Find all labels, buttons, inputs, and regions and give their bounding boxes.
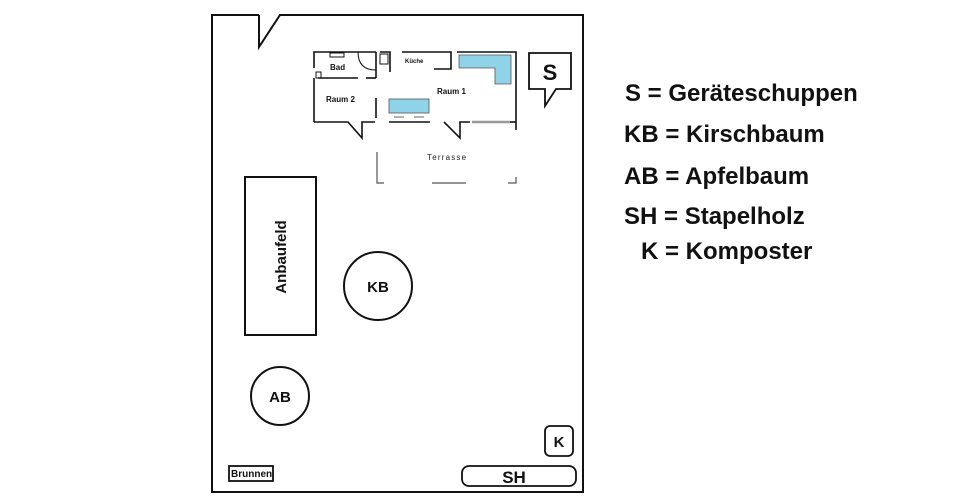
brunnen: Brunnen (228, 465, 274, 482)
legend-item-s: S = Geräteschuppen (625, 80, 858, 107)
legend-item-sh: SH = Stapelholz (624, 203, 805, 230)
room1-furniture (388, 98, 430, 114)
anbaufeld-label: Anbaufeld (273, 220, 290, 293)
house (313, 51, 517, 141)
legend-item-ab: AB = Apfelbaum (624, 163, 810, 190)
garden-boundary (211, 14, 584, 493)
terrace-outline (376, 152, 517, 184)
komposter: K (544, 425, 574, 457)
brunnen-label: Brunnen (231, 469, 272, 480)
legend-item-kb: KB = Kirschbaum (624, 121, 825, 148)
shed-callout: S (528, 52, 572, 110)
room-label-raum2: Raum 2 (326, 95, 355, 104)
shed-label: S (543, 60, 558, 85)
terrace-label: Terrasse (427, 153, 467, 162)
room-label-bad: Bad (330, 63, 345, 72)
legend-item-k: K = Komposter (641, 238, 813, 265)
apfelbaum: AB (250, 366, 310, 426)
room-label-raum1: Raum 1 (437, 87, 466, 96)
room-label-kueche: Küche (405, 59, 424, 65)
kirschbaum: KB (343, 251, 413, 321)
stapelholz: SH (461, 465, 577, 487)
kitchen-counter (458, 54, 512, 85)
stapelholz-label: SH (502, 468, 526, 487)
apfelbaum-label: AB (269, 389, 291, 406)
kirschbaum-label: KB (367, 279, 389, 296)
anbaufeld: Anbaufeld (244, 176, 317, 336)
komposter-label: K (554, 434, 565, 451)
